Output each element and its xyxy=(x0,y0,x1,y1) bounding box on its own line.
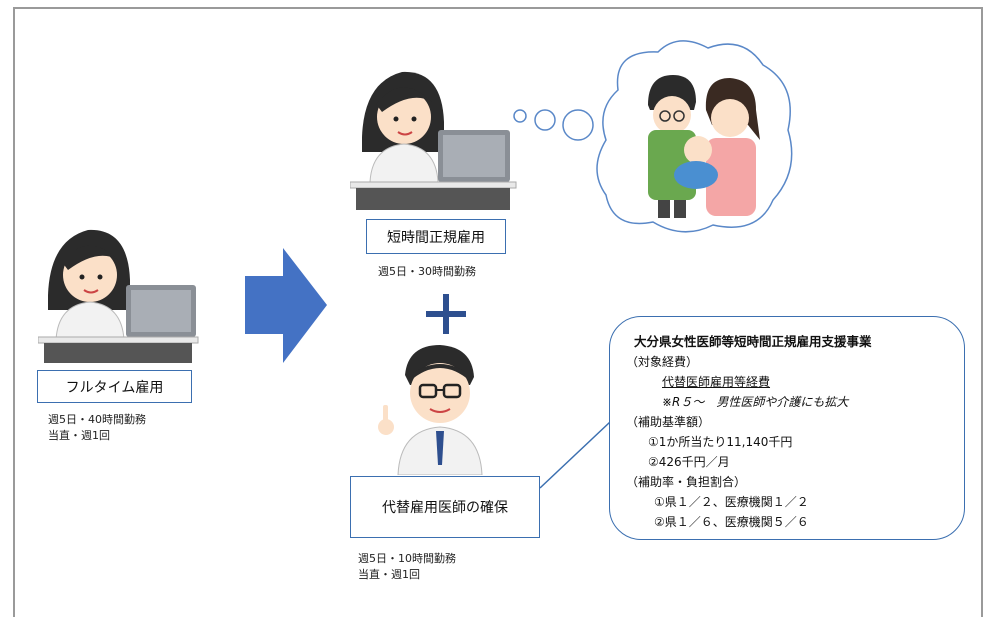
shorttime-label-box: 短時間正規雇用 xyxy=(366,219,506,254)
rate-2: ②県１／６、医療機関５／６ xyxy=(654,515,809,529)
frame-right xyxy=(981,7,983,617)
fulltime-hours: 週5日・40時間勤務 xyxy=(48,413,146,426)
substitute-duty: 当直・週1回 xyxy=(358,568,420,581)
substitute-doctor-illustration xyxy=(370,335,500,475)
program-callout: 大分県女性医師等短時間正規雇用支援事業 （対象経費） 代替医師雇用等経費 ※R５… xyxy=(609,316,965,540)
program-title: 大分県女性医師等短時間正規雇用支援事業 xyxy=(634,334,872,349)
rate-heading: （補助率・負担割合） xyxy=(626,475,747,489)
standard-amount-1: ①1か所当たり11,140千円 xyxy=(648,435,793,449)
callout-connector xyxy=(540,420,612,490)
fulltime-label: フルタイム雇用 xyxy=(65,379,164,396)
substitute-label-box: 代替雇用医師の確保 xyxy=(350,476,540,538)
transition-arrow xyxy=(245,248,327,363)
standard-heading: （補助基準額） xyxy=(626,415,711,429)
substitute-hours: 週5日・10時間勤務 xyxy=(358,552,456,565)
frame-left xyxy=(13,7,15,617)
substitute-label: 代替雇用医師の確保 xyxy=(382,500,508,516)
frame-top xyxy=(13,7,983,9)
thought-bubble xyxy=(508,30,803,235)
fulltime-doctor-illustration xyxy=(38,200,208,370)
standard-amount-2: ②426千円／月 xyxy=(648,455,730,469)
shorttime-doctor-illustration xyxy=(350,42,520,217)
shorttime-label: 短時間正規雇用 xyxy=(387,229,485,246)
cost-heading: （対象経費） xyxy=(626,355,699,369)
rate-1: ①県１／２、医療機関１／２ xyxy=(654,495,809,509)
fulltime-duty: 当直・週1回 xyxy=(48,429,110,442)
cost-item: 代替医師雇用等経費 xyxy=(662,375,771,389)
fulltime-label-box: フルタイム雇用 xyxy=(37,370,192,403)
cost-note: ※R５～ 男性医師や介護にも拡大 xyxy=(662,395,849,409)
shorttime-hours: 週5日・30時間勤務 xyxy=(378,265,476,278)
plus-sign xyxy=(424,292,468,336)
